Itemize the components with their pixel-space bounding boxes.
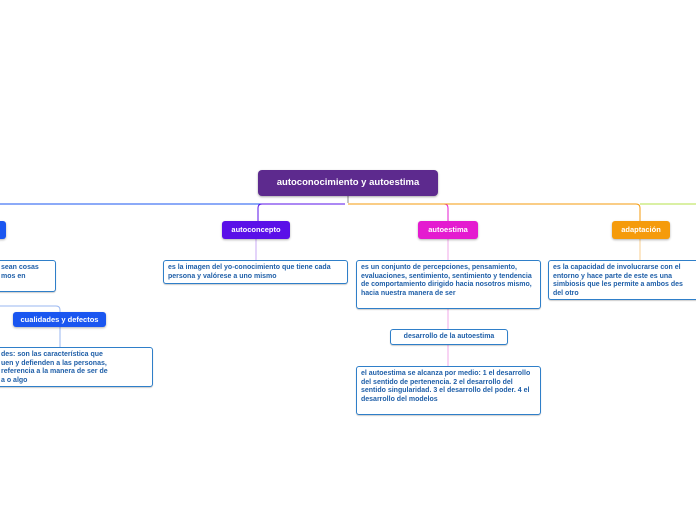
desarrollo-autoestima-note[interactable]: el autoestima se alcanza por medio: 1 el… bbox=[356, 366, 541, 415]
adaptacion-note-line-3: simbiosis que les permite a ambos des bbox=[553, 281, 683, 288]
autoestima-topic[interactable]: autoestima bbox=[418, 221, 478, 239]
left-topic-partial[interactable] bbox=[0, 221, 6, 239]
adaptacion-note[interactable]: es la capacidad de involucrarse con el e… bbox=[548, 260, 696, 300]
adaptacion-note-line-2: entorno y hace parte de este es una bbox=[553, 272, 673, 280]
autoconcepto-topic[interactable]: autoconcepto bbox=[222, 221, 290, 239]
left-subnote-line-4: a o algo bbox=[1, 376, 28, 384]
left-subnote-line-1: des: son las característica que bbox=[1, 351, 103, 358]
cualidades-defectos-topic[interactable]: cualidades y defectos bbox=[13, 312, 106, 327]
adaptacion-note-line-4: del otro bbox=[553, 289, 579, 297]
left-subnote-line-2: uen y defienden a las personas, bbox=[1, 359, 107, 367]
left-note-line-2: mos en bbox=[1, 272, 26, 280]
adaptacion-topic[interactable]: adaptación bbox=[612, 221, 670, 239]
bus-autoconcepto bbox=[257, 203, 345, 221]
bus-autoestima bbox=[348, 203, 449, 221]
desarrollo-autoestima-topic[interactable]: desarrollo de la autoestima bbox=[390, 329, 508, 345]
adaptacion-note-line-1: es la capacidad de involucrarse con el bbox=[553, 264, 681, 271]
left-note-partial[interactable]: sean cosas mos en bbox=[0, 260, 56, 292]
left-subnote-partial[interactable]: des: son las característica que uen y de… bbox=[0, 347, 153, 387]
bus-adaptacion bbox=[348, 203, 641, 221]
link-left-sub bbox=[0, 305, 61, 312]
left-note-line-1: sean cosas bbox=[1, 264, 39, 271]
autoestima-note[interactable]: es un conjunto de percepciones, pensamie… bbox=[356, 260, 541, 309]
autoconcepto-note[interactable]: es la imagen del yo-conocimiento que tie… bbox=[163, 260, 348, 284]
root-topic[interactable]: autoconocimiento y autoestima bbox=[258, 170, 438, 196]
left-subnote-line-3: referencia a la manera de ser de bbox=[1, 368, 108, 375]
